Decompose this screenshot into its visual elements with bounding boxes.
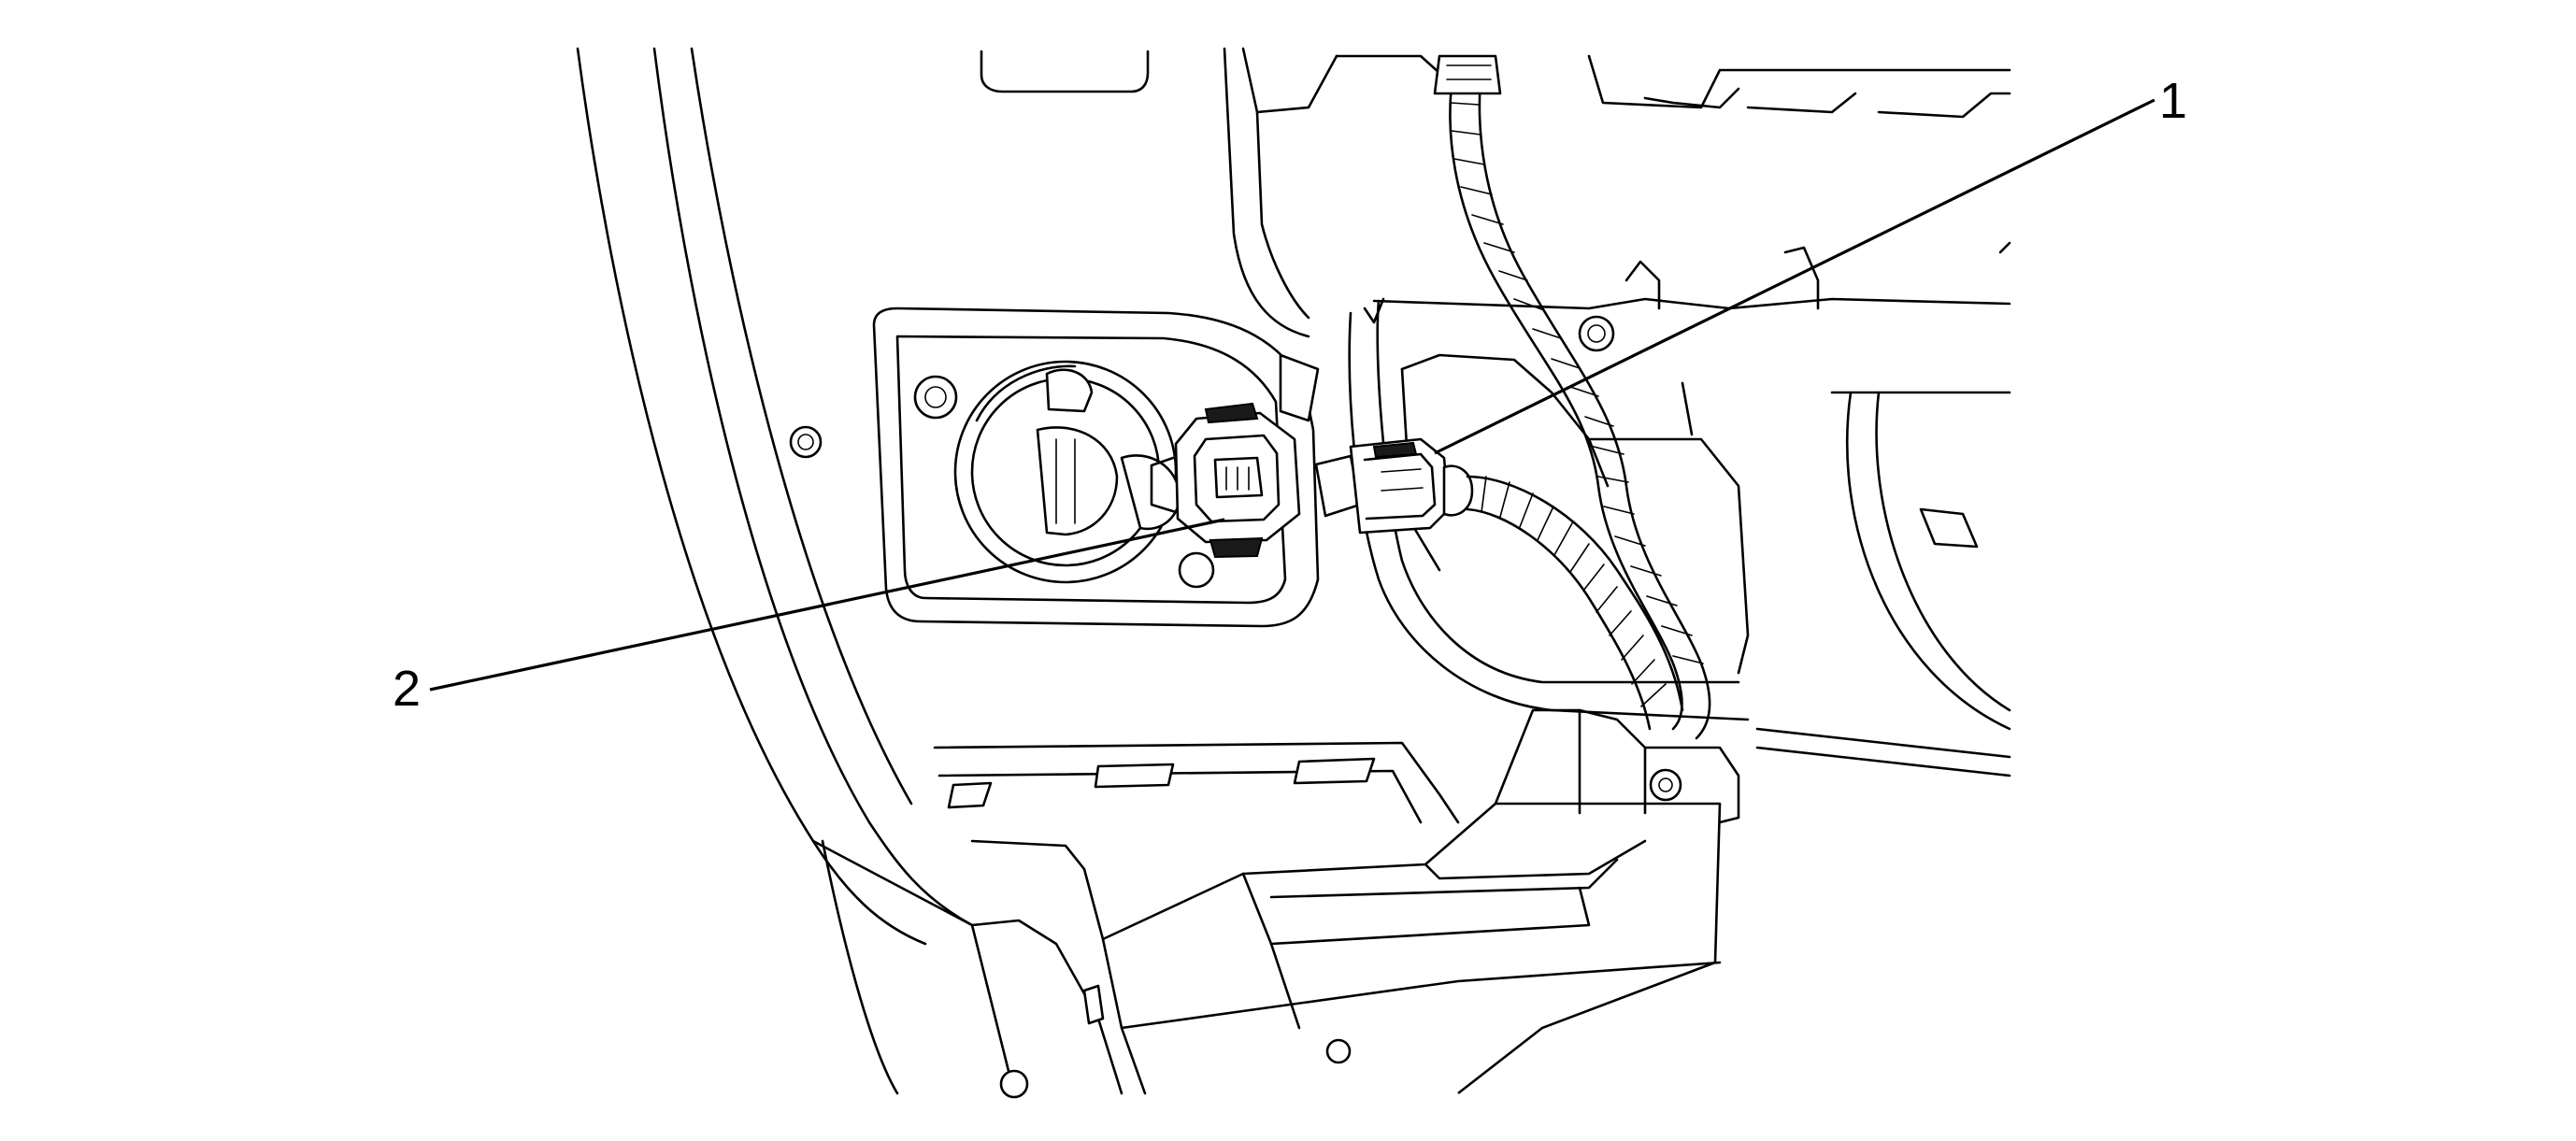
lens-tab <box>1919 507 1979 549</box>
harness-connector <box>1314 437 1474 535</box>
fog-lamp-bulb <box>1036 426 1119 536</box>
callout-label-1: 1 <box>2159 73 2187 129</box>
fog-lamp-bracket <box>872 307 1320 628</box>
bulb-socket-connector <box>1150 402 1301 559</box>
lower-duct <box>933 708 1740 1099</box>
fog-lamp <box>953 360 1181 584</box>
leader-line-1 <box>1434 98 2155 455</box>
leader-line-2 <box>429 518 1225 692</box>
housing-bolt <box>1578 315 1615 352</box>
fascia-clip-hole <box>789 425 823 459</box>
bumper-fascia <box>576 47 1016 1095</box>
pigtail-wire <box>1466 475 1684 731</box>
callout-label-2: 2 <box>393 661 421 717</box>
upper-structure <box>980 47 2011 338</box>
wire-harness <box>1433 54 1711 740</box>
headlamp-housing <box>1348 299 2011 777</box>
bracket-screw <box>913 375 958 420</box>
leader-lines <box>429 98 2155 692</box>
